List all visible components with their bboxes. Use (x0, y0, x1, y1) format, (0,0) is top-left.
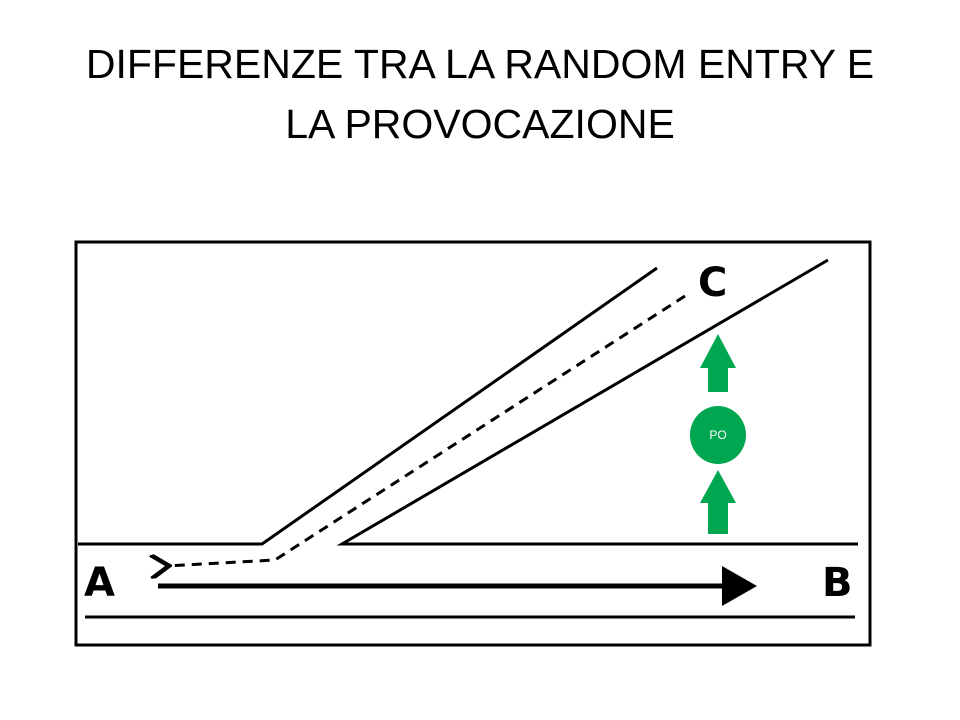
branch-road-upper-edge (78, 266, 658, 546)
green-arrow-up-icon (700, 334, 736, 392)
po-label: PO (709, 428, 726, 442)
branch-road-lower-edge (336, 258, 858, 546)
title-line-2: LA PROVOCAZIONE (285, 101, 675, 147)
title-line-1: DIFFERENZE TRA LA RANDOM ENTRY E (85, 41, 875, 87)
slide-title: DIFFERENZE TRA LA RANDOM ENTRY E LA PROV… (0, 34, 960, 154)
label-b: B (822, 560, 853, 606)
green-arrow-up-icon (700, 470, 736, 534)
dashed-path-c-to-a (166, 294, 686, 566)
po-circle (690, 406, 746, 464)
label-a: A (84, 560, 115, 606)
label-c: C (698, 260, 727, 306)
diagram-frame (74, 240, 872, 647)
